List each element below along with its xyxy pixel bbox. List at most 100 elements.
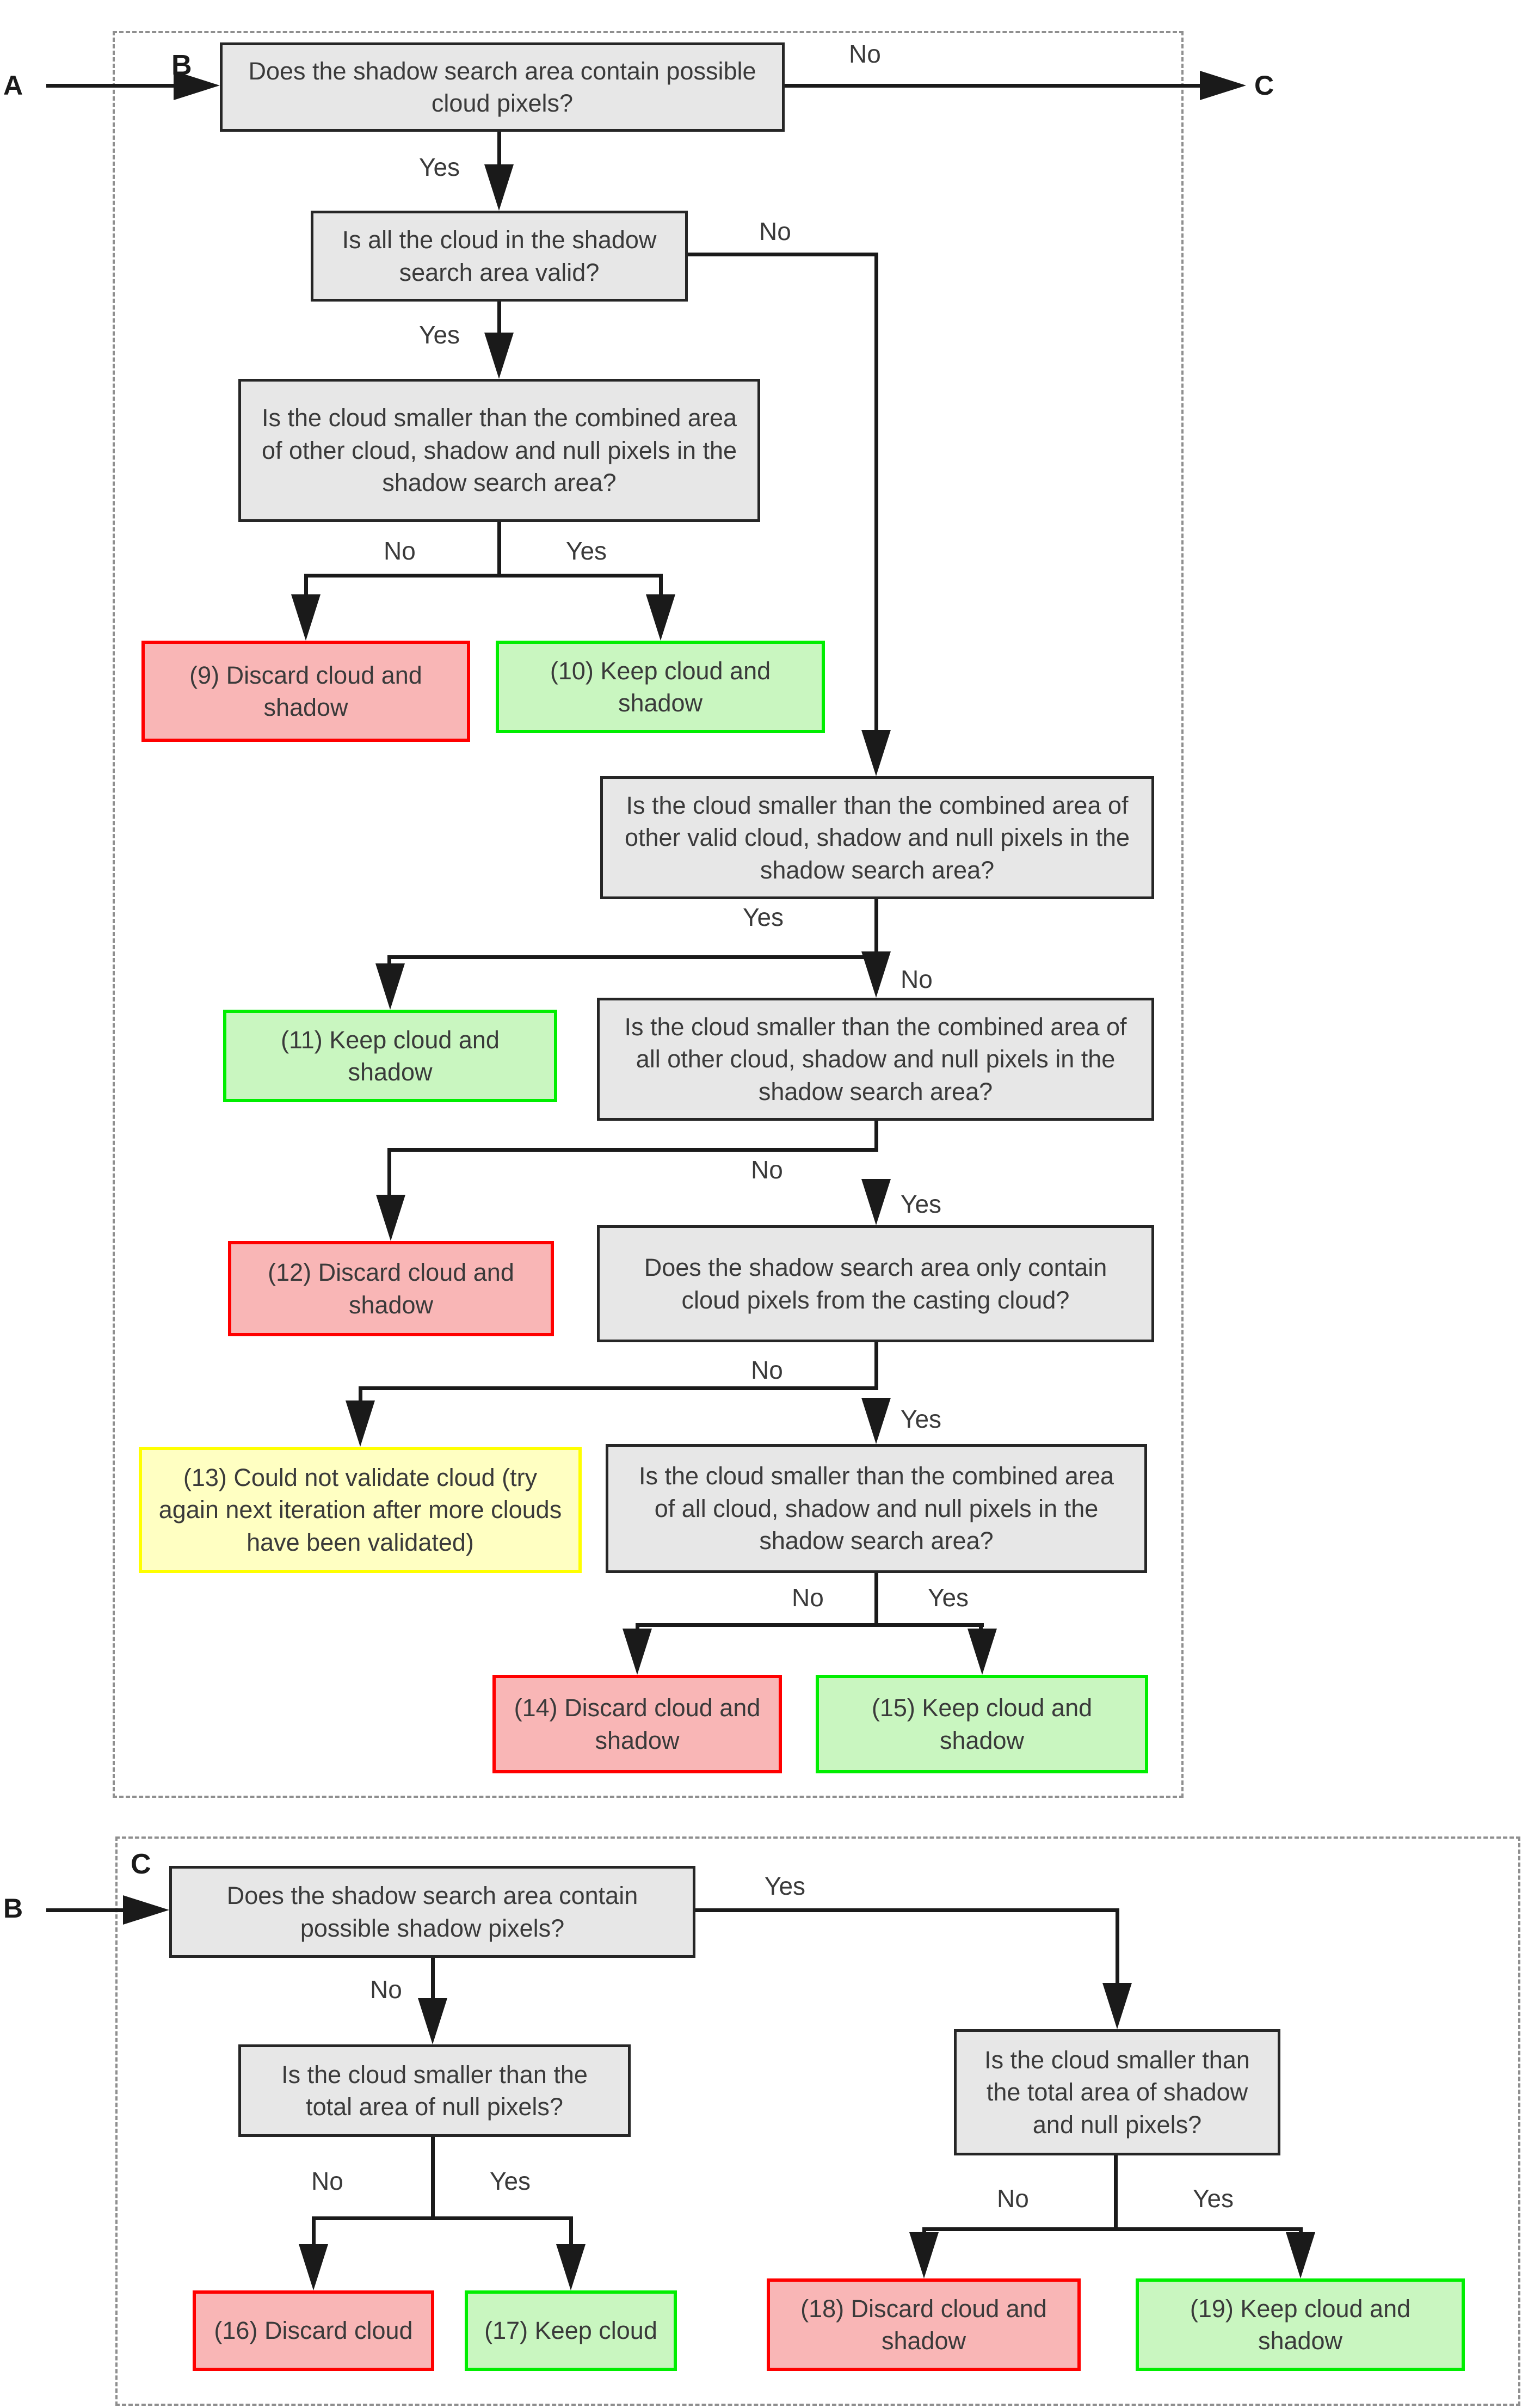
entry-b-label: B [3, 1893, 23, 1924]
terminal-16-discard-cloud: (16) Discard cloud [193, 2290, 434, 2371]
b2-no-label: No [759, 217, 791, 245]
decision-b5-smaller-than-all-other: Is the cloud smaller than the combined a… [597, 998, 1154, 1121]
r9-in-arrowhead-icon [291, 594, 321, 641]
c2-drop-left [312, 2216, 316, 2248]
b1-yes-label: Yes [419, 153, 460, 181]
decision-b4-text: Is the cloud smaller than the combined a… [624, 791, 1130, 884]
terminal-16-text: (16) Discard cloud [214, 2317, 413, 2345]
entry-a-label: A [3, 70, 23, 101]
terminal-14-discard-cloud-shadow: (14) Discard cloud and shadow [492, 1675, 782, 1773]
r19-in-arrowhead-icon [1286, 2232, 1315, 2278]
terminal-9-text: (9) Discard cloud and shadow [189, 661, 422, 721]
b7-bar [636, 1623, 984, 1627]
terminal-18-text: (18) Discard cloud and shadow [800, 2294, 1047, 2355]
decision-b1-possible-cloud-pixels: Does the shadow search area contain poss… [220, 42, 785, 132]
c2-drop-right [569, 2216, 573, 2248]
terminal-14-text: (14) Discard cloud and shadow [514, 1694, 761, 1754]
b4-stem [874, 899, 878, 959]
r16-in-arrowhead-icon [299, 2244, 328, 2290]
c2-bar [312, 2216, 572, 2220]
entry-a-line [46, 84, 180, 88]
terminal-17-text: (17) Keep cloud [484, 2317, 657, 2345]
c1-yes-label: Yes [765, 1872, 806, 1900]
terminal-18-discard-cloud-shadow: (18) Discard cloud and shadow [767, 2278, 1081, 2371]
b5-drop-left [387, 1148, 391, 1198]
terminal-19-keep-cloud-shadow: (19) Keep cloud and shadow [1136, 2278, 1465, 2371]
decision-c3-smaller-than-shadow-null: Is the cloud smaller than the total area… [954, 2029, 1280, 2155]
b7-yes-label: Yes [928, 1583, 969, 1612]
b6-stem [874, 1342, 878, 1390]
b1-yes-arrowhead-icon [484, 164, 514, 211]
decision-c2-smaller-than-null: Is the cloud smaller than the total area… [238, 2044, 631, 2137]
exit-c-label: C [1254, 70, 1274, 101]
decision-b7-text: Is the cloud smaller than the combined a… [639, 1462, 1114, 1555]
terminal-10-keep-cloud-shadow: (10) Keep cloud and shadow [496, 641, 825, 733]
b6-drop-left [359, 1386, 362, 1404]
decision-b3-text: Is the cloud smaller than the combined a… [261, 404, 737, 497]
b4-in-arrowhead-icon [861, 730, 891, 776]
b3-drop-right [659, 574, 663, 600]
r14-in-arrowhead-icon [623, 1629, 652, 1675]
b1-no-line [785, 84, 1205, 88]
c3-bar [922, 2227, 1302, 2231]
entry-b-arrowhead-icon [123, 1895, 169, 1925]
terminal-11-text: (11) Keep cloud and shadow [281, 1025, 500, 1086]
terminal-13-text: (13) Could not validate cloud (try again… [158, 1463, 562, 1556]
r18-in-arrowhead-icon [909, 2232, 939, 2278]
c3-stem [1114, 2155, 1118, 2231]
b3-drop-left [304, 574, 308, 600]
c2-yes-label: Yes [490, 2167, 531, 2195]
decision-b6-only-casting-cloud: Does the shadow search area only contain… [597, 1225, 1154, 1342]
terminal-17-keep-cloud: (17) Keep cloud [465, 2290, 677, 2371]
r15-in-arrowhead-icon [968, 1629, 997, 1675]
r12-in-arrowhead-icon [376, 1195, 405, 1241]
decision-c3-text: Is the cloud smaller than the total area… [984, 2045, 1250, 2139]
decision-b6-text: Does the shadow search area only contain… [644, 1254, 1107, 1314]
terminal-15-text: (15) Keep cloud and shadow [871, 1694, 1093, 1754]
c1-no-label: No [370, 1975, 402, 2004]
section-c-frame [115, 1836, 1520, 2406]
c3-yes-label: Yes [1193, 2184, 1234, 2213]
terminal-15-keep-cloud-shadow: (15) Keep cloud and shadow [816, 1675, 1148, 1773]
b1-yes-stem [497, 132, 501, 169]
b2-no-hline [688, 253, 878, 256]
b2-yes-arrowhead-icon [484, 333, 514, 379]
decision-c2-text: Is the cloud smaller than the total area… [281, 2060, 588, 2121]
decision-b3-smaller-than-other: Is the cloud smaller than the combined a… [238, 379, 760, 522]
section-b-frame [113, 31, 1184, 1798]
decision-c1-possible-shadow-pixels: Does the shadow search area contain poss… [169, 1866, 695, 1958]
terminal-10-text: (10) Keep cloud and shadow [550, 656, 771, 717]
c1-no-stem [431, 1958, 435, 2006]
b1-no-label: No [849, 40, 881, 68]
b6-in-arrowhead-icon [861, 1179, 891, 1225]
terminal-19-text: (19) Keep cloud and shadow [1190, 2294, 1411, 2355]
terminal-12-discard-cloud-shadow: (12) Discard cloud and shadow [228, 1241, 554, 1336]
c2-stem [431, 2137, 435, 2220]
b3-yes-label: Yes [566, 537, 607, 565]
c3-no-label: No [997, 2184, 1029, 2213]
b5-in-arrowhead-icon [861, 951, 891, 998]
b3-no-label: No [384, 537, 416, 565]
decision-b1-text: Does the shadow search area contain poss… [248, 57, 756, 117]
decision-c1-text: Does the shadow search area contain poss… [226, 1882, 638, 1942]
decision-b4-smaller-than-other-valid: Is the cloud smaller than the combined a… [600, 776, 1154, 899]
b6-no-label: No [751, 1356, 783, 1384]
terminal-9-discard-cloud-shadow: (9) Discard cloud and shadow [141, 641, 470, 742]
b3-stem [497, 522, 501, 577]
c3-in-arrowhead-icon [1102, 1983, 1132, 2029]
b5-no-label: No [751, 1156, 783, 1184]
b4-no-label: No [901, 965, 933, 993]
b2-yes-stem [497, 302, 501, 337]
b7-in-arrowhead-icon [861, 1398, 891, 1444]
c1-yes-vline [1116, 1908, 1119, 1990]
b3-bar [304, 574, 663, 578]
b6-yes-label: Yes [901, 1405, 942, 1433]
b5-bar [387, 1148, 878, 1152]
decision-b5-text: Is the cloud smaller than the combined a… [624, 1012, 1127, 1105]
terminal-12-text: (12) Discard cloud and shadow [268, 1258, 514, 1319]
b1-no-arrowhead-icon [1200, 71, 1246, 100]
b2-no-vline [874, 253, 878, 736]
b2-yes-label: Yes [419, 321, 460, 349]
b4-yes-label: Yes [743, 903, 784, 931]
